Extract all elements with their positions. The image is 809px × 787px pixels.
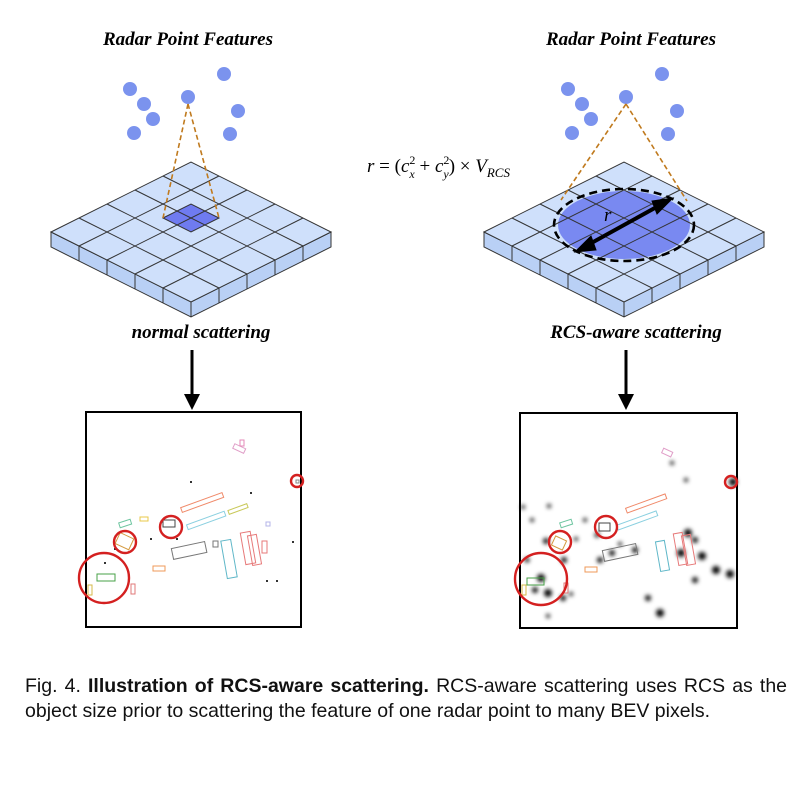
highlight-circle <box>547 529 573 555</box>
radius-symbol: r <box>604 205 612 226</box>
radar-point <box>223 127 237 141</box>
right-arrow <box>618 350 634 410</box>
radar-point <box>123 82 137 96</box>
left-arrow <box>184 350 200 410</box>
caption-rest: RCS-aware scattering uses RCS as the obj… <box>25 675 788 722</box>
highlight-circle <box>723 474 739 490</box>
radar-point <box>584 112 598 126</box>
caption-prefix: Fig. 4. <box>25 675 88 697</box>
right-bev-grid: r <box>482 103 766 318</box>
left-title: Radar Point Features <box>102 29 273 50</box>
radar-point <box>661 127 675 141</box>
right-radar-points <box>561 67 684 141</box>
radar-point <box>561 82 575 96</box>
caption-bold: Illustration of RCS-aware scattering. <box>88 675 429 697</box>
left-label: normal scattering <box>132 322 271 343</box>
highlight-circle <box>112 529 138 555</box>
left-panel: Radar Point Features <box>49 29 333 628</box>
right-title: Radar Point Features <box>545 29 716 50</box>
radar-point-selected <box>619 90 633 104</box>
figure-caption: Fig. 4. Illustration of RCS-aware scatte… <box>25 674 787 724</box>
radar-point <box>137 97 151 111</box>
radar-point <box>655 67 669 81</box>
left-bev-map <box>77 411 305 628</box>
highlight-circle <box>158 514 184 540</box>
highlight-circle <box>289 473 305 489</box>
figure-canvas: Radar Point Features <box>49 29 766 629</box>
highlight-circle <box>513 551 569 607</box>
radar-point <box>146 112 160 126</box>
right-bev-map <box>513 412 739 629</box>
right-highlight-circles <box>513 474 739 607</box>
highlight-circle <box>77 551 131 605</box>
right-label: RCS-aware scattering <box>549 322 722 343</box>
left-bev-grid <box>49 103 333 318</box>
radius-arrow <box>573 197 675 253</box>
radar-point <box>670 104 684 118</box>
radar-point <box>565 126 579 140</box>
radar-point <box>231 104 245 118</box>
left-radar-points <box>123 67 245 141</box>
radar-point <box>217 67 231 81</box>
scatter-radius-outline <box>552 187 696 263</box>
left-highlight-circles <box>77 473 305 605</box>
radar-point <box>127 126 141 140</box>
highlight-circle <box>593 514 619 540</box>
radar-point-selected <box>181 90 195 104</box>
radar-point <box>575 97 589 111</box>
